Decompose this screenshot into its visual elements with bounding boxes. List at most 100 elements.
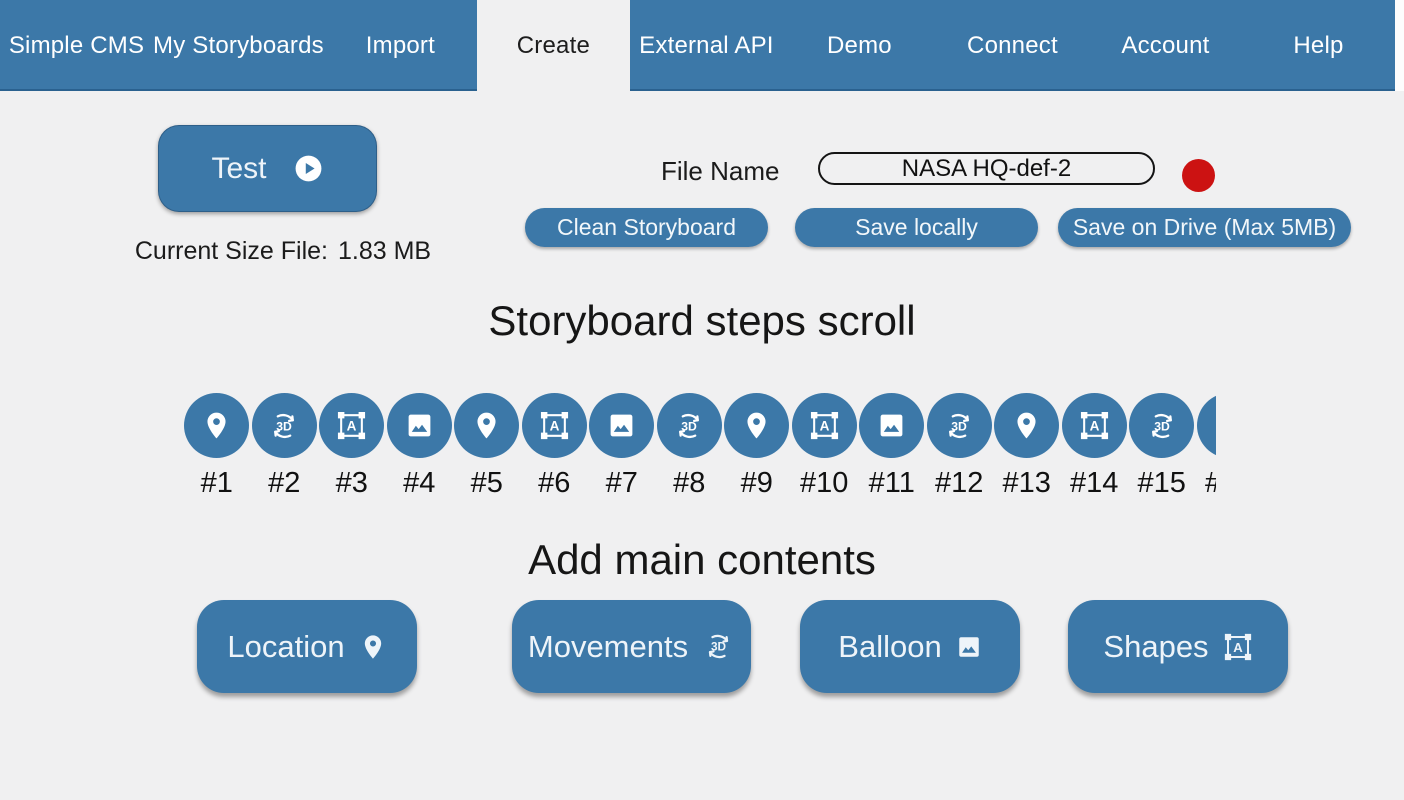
3d-rotate-icon: 3D (708, 634, 729, 659)
step-label: #4 (403, 467, 436, 499)
3d-rotate-icon: 3D (1151, 413, 1172, 438)
nav-item-demo[interactable]: Demo (782, 0, 936, 91)
step-button-12[interactable]: 3D (926, 393, 992, 458)
step-item-9: #9 (723, 393, 791, 508)
movements-button[interactable]: Movements 3D (512, 600, 751, 693)
step-item-1: #1 (183, 393, 251, 508)
step-label: #11 (868, 467, 915, 499)
test-button-label: Test (211, 151, 267, 185)
image-icon (610, 414, 633, 437)
location-icon (747, 412, 766, 439)
svg-text:3D: 3D (1154, 419, 1170, 433)
svg-text:A: A (819, 418, 829, 433)
current-size-label: Current Size File: (134, 237, 328, 265)
shapes-button-label: Shapes (1103, 628, 1209, 664)
shapes-button[interactable]: Shapes A (1068, 600, 1288, 693)
svg-text:A: A (549, 418, 559, 433)
step-button-10[interactable]: A (791, 393, 857, 458)
play-circle-icon (293, 153, 324, 184)
step-item-7: #7 (588, 393, 656, 508)
3d-rotate-icon: 3D (949, 413, 970, 438)
nav-item-connect[interactable]: Connect (935, 0, 1089, 91)
step-button-9[interactable] (724, 393, 790, 458)
file-name-label: File Name (661, 156, 780, 186)
step-item-16: #16 (1196, 393, 1216, 508)
location-button[interactable]: Location (197, 600, 417, 693)
step-item-3: A #3 (318, 393, 386, 508)
file-name-input[interactable] (818, 152, 1155, 185)
step-button-2[interactable]: 3D (251, 393, 317, 458)
location-icon (1214, 410, 1216, 441)
status-dot (1182, 159, 1215, 192)
nav-item-import[interactable]: Import (323, 0, 477, 91)
step-label: #2 (268, 467, 301, 499)
save-on-drive-button[interactable]: Save on Drive (Max 5MB) (1058, 208, 1351, 247)
step-item-12: 3D #12 (926, 393, 994, 508)
3d-rotate-icon: 3D (679, 413, 700, 438)
step-label: #9 (740, 467, 773, 499)
step-label: #3 (335, 467, 368, 499)
location-icon (477, 412, 496, 439)
movements-button-label: Movements (527, 628, 689, 664)
location-icon (207, 412, 226, 439)
step-label: #6 (538, 467, 571, 499)
step-item-11: #11 (858, 393, 926, 508)
shapes-icon: A (338, 411, 366, 440)
nav-item-help[interactable]: Help (1241, 0, 1395, 91)
nav-item-my-storyboards[interactable]: My Storyboards (153, 0, 324, 91)
image-icon (880, 414, 903, 437)
storyboard-steps-scroll[interactable]: #1 3D #2 A #3 #4 #5 A #6 #7 3D #8 #9 A #10 #11 3D #12 #13 A… (183, 393, 1216, 508)
step-button-4[interactable] (386, 393, 452, 458)
shapes-icon: A (810, 411, 838, 440)
nav-right-gap (1395, 0, 1404, 91)
step-label: #14 (1070, 467, 1119, 499)
step-item-10: A #10 (791, 393, 859, 508)
shapes-icon: A (1224, 633, 1251, 660)
test-button[interactable]: Test (158, 125, 377, 212)
step-button-13[interactable] (994, 393, 1060, 458)
step-label: #5 (470, 467, 503, 499)
nav-item-simple-cms[interactable]: Simple CMS (0, 0, 154, 91)
step-label: #7 (605, 467, 638, 499)
storyboard-steps-title: Storyboard steps scroll (488, 297, 916, 344)
location-icon (1017, 412, 1036, 439)
step-button-5[interactable] (454, 393, 520, 458)
location-button-label: Location (227, 628, 345, 664)
step-button-3[interactable]: A (319, 393, 385, 458)
svg-text:A: A (1089, 418, 1099, 433)
nav-item-account[interactable]: Account (1088, 0, 1242, 91)
clean-storyboard-button[interactable]: Clean Storyboard (525, 208, 768, 247)
step-button-1[interactable] (184, 393, 250, 458)
save-locally-button[interactable]: Save locally (795, 208, 1038, 247)
balloon-button[interactable]: Balloon (800, 600, 1020, 693)
current-size-text: Current Size File: 1.83 MB (118, 237, 448, 266)
image-icon (408, 414, 431, 437)
step-label: #12 (935, 467, 984, 499)
current-size-value: 1.83 MB (338, 237, 432, 265)
step-button-6[interactable]: A (521, 393, 587, 458)
step-button-14[interactable]: A (1061, 393, 1127, 458)
step-label: #16 (1205, 467, 1216, 500)
step-button-15[interactable]: 3D (1129, 393, 1195, 458)
step-item-13: #13 (993, 393, 1061, 508)
step-button-16[interactable] (1196, 393, 1216, 458)
nav-item-create[interactable]: Create (476, 0, 630, 91)
step-label: #1 (200, 467, 233, 499)
step-button-8[interactable]: 3D (656, 393, 722, 458)
nav-item-external-api[interactable]: External API (629, 0, 783, 91)
step-label: #15 (1137, 467, 1186, 499)
add-main-contents-title: Add main contents (528, 536, 876, 583)
shapes-icon: A (1080, 411, 1108, 440)
step-label: #10 (800, 467, 849, 499)
step-button-7[interactable] (589, 393, 655, 458)
shapes-icon: A (540, 411, 568, 440)
step-label: #8 (673, 467, 706, 499)
svg-text:3D: 3D (951, 419, 967, 433)
svg-text:A: A (1233, 639, 1243, 654)
step-button-11[interactable] (859, 393, 925, 458)
location-icon (364, 634, 381, 659)
svg-text:3D: 3D (711, 640, 727, 654)
svg-text:3D: 3D (276, 419, 292, 433)
